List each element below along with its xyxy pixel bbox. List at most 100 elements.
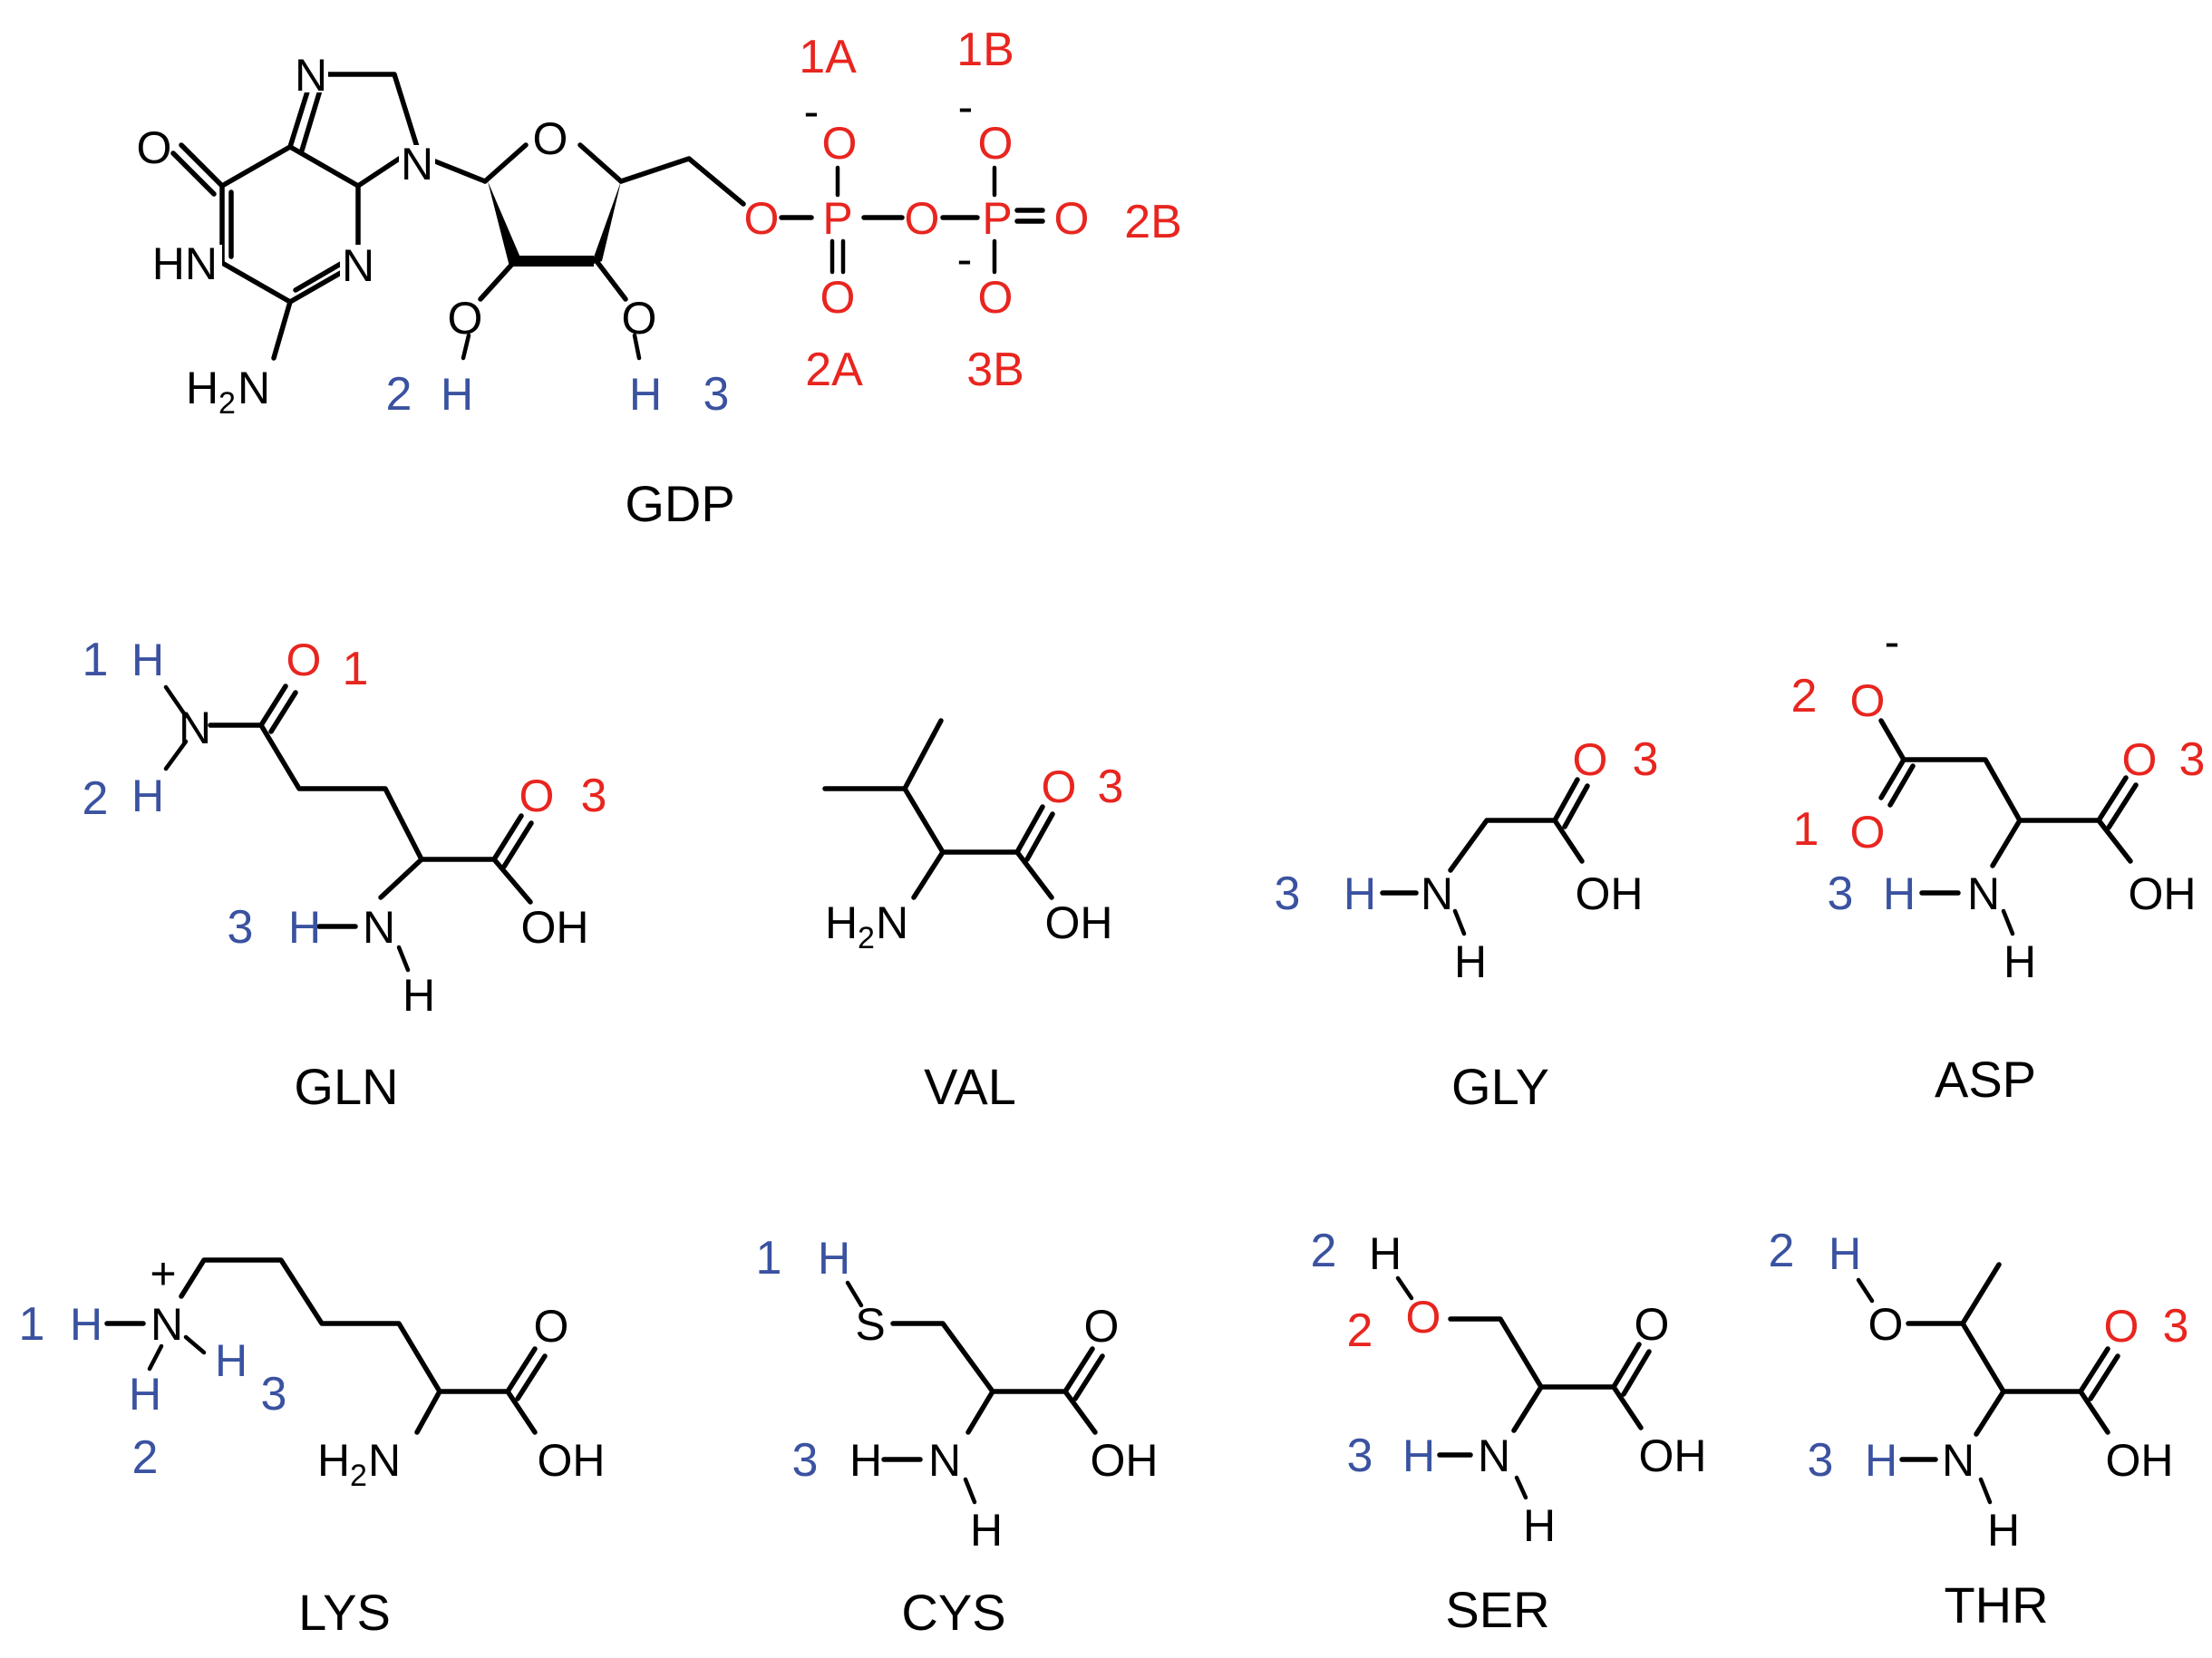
lys-label-h1: 1 (19, 1298, 45, 1351)
thr-name: THR (1944, 1576, 2048, 1634)
cys-structure: H S O OH H N H 1 3 CYS (756, 1232, 1159, 1641)
svg-text:O: O (978, 272, 1014, 323)
svg-text:O: O (820, 272, 856, 323)
svg-text:2: 2 (218, 386, 236, 421)
svg-text:H: H (1829, 1228, 1861, 1279)
svg-text:N: N (1421, 868, 1453, 919)
svg-text:S: S (855, 1299, 885, 1350)
asp-label-o1: 1 (1793, 803, 1819, 856)
gdp-structure: N N N O HN H 2 N O O O H H O P O P O O O… (137, 24, 1182, 532)
svg-text:N: N (342, 240, 374, 291)
svg-text:OH: OH (538, 1435, 606, 1486)
svg-text:H: H (317, 1435, 350, 1486)
gdp-label-2b: 2B (1124, 196, 1182, 248)
lys-name: LYS (298, 1584, 391, 1641)
svg-text:P: P (822, 193, 852, 244)
svg-text:O: O (622, 293, 657, 344)
svg-text:O: O (533, 113, 568, 164)
svg-text:OH: OH (2106, 1435, 2174, 1486)
svg-text:O: O (1042, 761, 1077, 812)
thr-structure: H O O OH H N H 2 3 3 THR (1769, 1225, 2189, 1634)
thr-label-o3: 3 (2163, 1300, 2189, 1353)
gly-name: GLY (1451, 1058, 1549, 1115)
svg-text:OH: OH (1639, 1430, 1707, 1481)
lys-structure: H N + H H O OH H 2 N 1 2 3 LYS (19, 1248, 606, 1641)
gdp-label-oh2: 2 (386, 368, 412, 421)
svg-text:N: N (876, 897, 908, 948)
asp-label-o3: 3 (2179, 733, 2206, 786)
gln-label-o3: 3 (581, 770, 607, 822)
gdp-label-oh3: 3 (703, 368, 730, 421)
svg-text:O: O (822, 118, 858, 169)
svg-text:N: N (150, 1299, 183, 1350)
svg-text:H: H (1454, 936, 1487, 987)
ser-label-h2: 2 (1311, 1225, 1337, 1277)
svg-text:H: H (1369, 1228, 1402, 1279)
gln-label-o1: 1 (343, 643, 369, 695)
svg-text:OH: OH (1045, 897, 1113, 948)
svg-text:H: H (441, 369, 473, 420)
svg-text:H: H (1883, 868, 1916, 919)
svg-text:H: H (288, 902, 321, 953)
gdp-label-2a: 2A (805, 344, 863, 396)
val-label-o3: 3 (1098, 761, 1124, 813)
svg-text:N: N (368, 1435, 401, 1486)
asp-label-o2: 2 (1791, 670, 1818, 722)
svg-text:-: - (1885, 616, 1900, 667)
svg-text:O: O (1868, 1299, 1904, 1350)
svg-text:O: O (1573, 734, 1608, 785)
svg-text:O: O (744, 193, 780, 244)
svg-text:H: H (1344, 868, 1376, 919)
gln-label-h2: 2 (82, 772, 109, 825)
thr-label-h2: 2 (1769, 1225, 1795, 1277)
svg-text:O: O (978, 118, 1014, 169)
ser-name: SER (1445, 1581, 1549, 1638)
lys-label-h2: 2 (132, 1431, 159, 1484)
asp-structure: O - O O OH H N H 2 1 3 3 ASP (1791, 616, 2206, 1108)
svg-text:N: N (1967, 868, 2000, 919)
gdp-label-3b: 3B (966, 344, 1024, 396)
gln-name: GLN (294, 1058, 398, 1115)
svg-text:N: N (238, 363, 270, 413)
val-structure: O OH H 2 N 3 VAL (822, 718, 1124, 1115)
val-name: VAL (924, 1058, 1016, 1115)
svg-text:O: O (1406, 1292, 1441, 1343)
svg-text:O: O (534, 1301, 569, 1352)
gdp-name: GDP (625, 475, 734, 532)
svg-text:N: N (928, 1435, 961, 1486)
svg-text:O: O (286, 635, 322, 685)
asp-label-h3: 3 (1828, 868, 1854, 920)
asp-name: ASP (1935, 1051, 2036, 1108)
gln-label-h3: 3 (228, 901, 254, 954)
svg-text:N: N (179, 703, 211, 753)
svg-text:2: 2 (858, 921, 875, 955)
svg-text:O: O (1084, 1301, 1120, 1352)
svg-text:O: O (519, 771, 555, 821)
svg-text:N: N (363, 902, 395, 953)
svg-text:H: H (818, 1233, 850, 1284)
svg-text:OH: OH (2129, 868, 2197, 919)
svg-text:OH: OH (1091, 1435, 1159, 1486)
svg-text:N: N (295, 50, 327, 101)
svg-text:-: - (958, 82, 974, 132)
svg-text:+: + (150, 1248, 176, 1299)
ser-label-o2: 2 (1347, 1304, 1373, 1357)
gly-label-o3: 3 (1633, 733, 1659, 786)
gdp-label-1b: 1B (956, 24, 1014, 76)
gly-label-h3: 3 (1275, 868, 1301, 920)
svg-text:H: H (131, 635, 164, 685)
svg-text:O: O (2104, 1301, 2139, 1352)
gly-structure: O OH H N H 3 3 GLY (1275, 733, 1659, 1115)
svg-text:O: O (1635, 1299, 1670, 1350)
svg-text:H: H (2003, 936, 2036, 987)
cys-label-h1: 1 (756, 1232, 782, 1285)
gdp-label-1a: 1A (799, 31, 857, 83)
svg-text:H: H (129, 1369, 161, 1420)
svg-text:O: O (1054, 193, 1090, 244)
svg-text:H: H (970, 1505, 1003, 1556)
svg-text:-: - (804, 86, 820, 137)
lys-label-h3: 3 (261, 1368, 287, 1420)
svg-text:H: H (1987, 1505, 2020, 1556)
thr-label-h3: 3 (1808, 1434, 1834, 1487)
svg-text:2: 2 (350, 1459, 367, 1493)
